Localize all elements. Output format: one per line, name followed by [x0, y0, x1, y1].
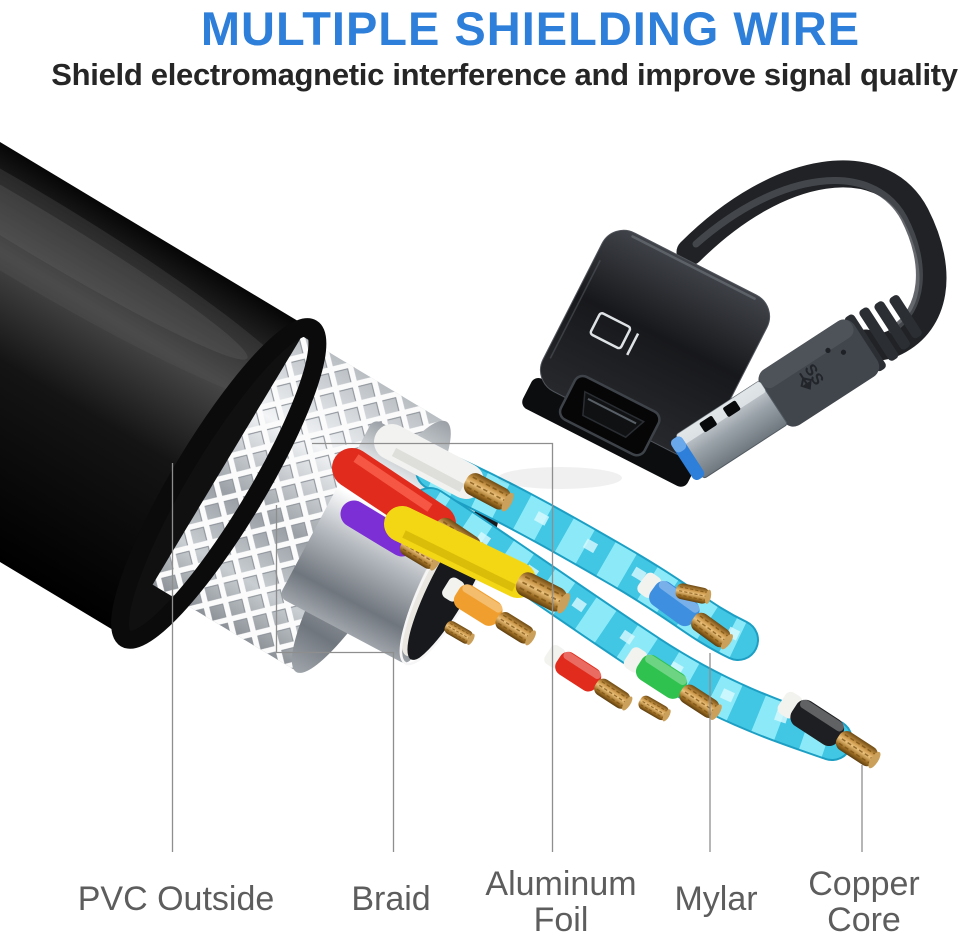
usb-blue-tongue: [670, 436, 705, 481]
hdmi-port: [558, 374, 661, 457]
leader-foil: [312, 442, 554, 852]
usb-hdmi-adapter: SS: [498, 160, 947, 489]
leader-lines: [171, 442, 863, 852]
label-braid: Braid: [351, 880, 431, 918]
usb-overmold: SS: [758, 319, 880, 427]
wire-yellow: [384, 506, 575, 618]
label-aluminum-foil: Aluminum Foil: [485, 865, 637, 940]
label-mylar: Mylar: [674, 880, 758, 918]
usb-metal-shell: [676, 381, 788, 479]
monitor-icon: [589, 312, 640, 356]
pvc-jacket-rim: [110, 318, 327, 649]
label-copper-core: Copper Core: [808, 865, 920, 940]
page-title: MULTIPLE SHIELDING WIRE: [200, 2, 861, 55]
page-subtitle: Shield electromagnetic interference and …: [51, 57, 958, 92]
adapter-shadow: [498, 467, 622, 489]
adapter-body: [522, 229, 771, 487]
label-pvc-outside: PVC Outside: [77, 880, 275, 918]
leader-braid: [275, 505, 395, 852]
usb-plug: SS: [670, 295, 922, 481]
wire-white: [374, 424, 518, 515]
cable-cutaway: [0, 0, 886, 774]
